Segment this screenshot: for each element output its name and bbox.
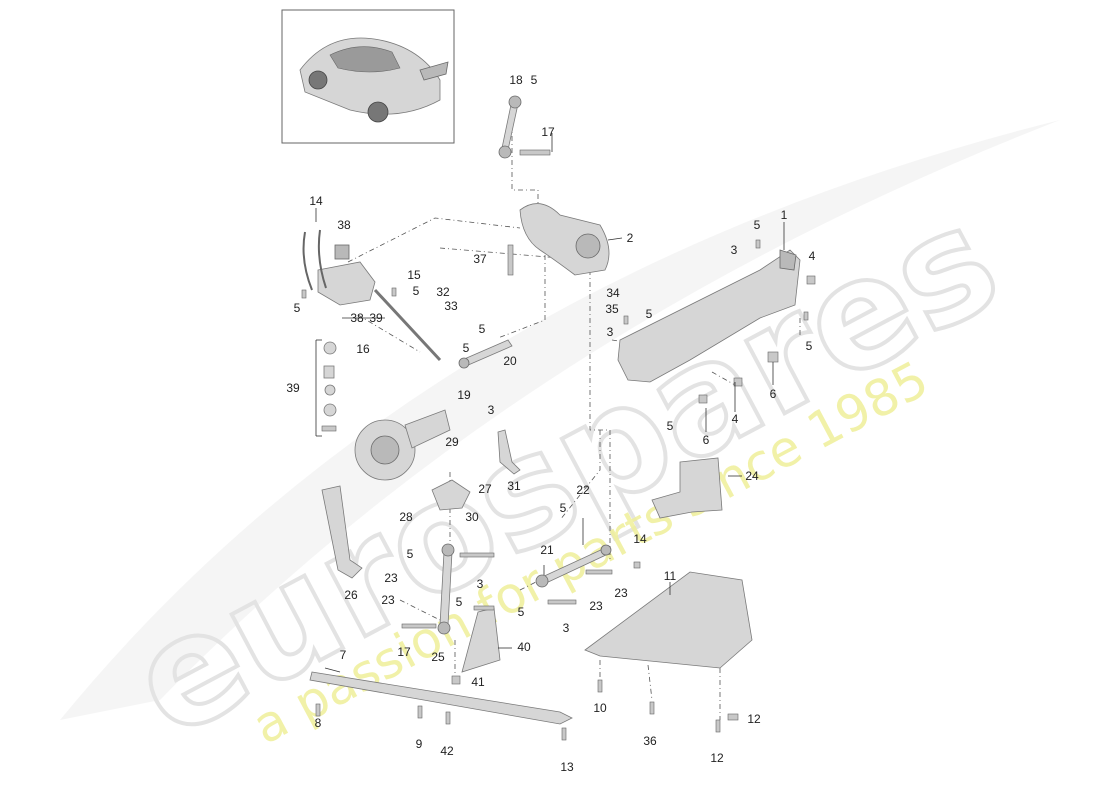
- callout-14[interactable]: 14: [309, 194, 323, 208]
- callout-5[interactable]: 5: [407, 547, 414, 561]
- callout-5[interactable]: 5: [456, 595, 463, 609]
- part-24-duct: [651, 457, 723, 519]
- callout-22[interactable]: 22: [576, 483, 590, 497]
- callout-27[interactable]: 27: [478, 482, 492, 496]
- callout-39[interactable]: 39: [369, 311, 383, 325]
- watermark-swoosh: [60, 120, 1060, 720]
- car-icon: [299, 37, 449, 123]
- callout-32[interactable]: 32: [436, 285, 450, 299]
- part-hub-brake: [354, 409, 451, 481]
- callout-5[interactable]: 5: [518, 605, 525, 619]
- callout-38[interactable]: 38: [337, 218, 351, 232]
- callout-33[interactable]: 33: [444, 299, 458, 313]
- callout-41[interactable]: 41: [471, 675, 485, 689]
- part-26-duct: [321, 485, 363, 579]
- part-17-bolt: [519, 149, 551, 156]
- callout-9[interactable]: 9: [416, 737, 423, 751]
- callout-3[interactable]: 3: [563, 621, 570, 635]
- callout-23[interactable]: 23: [614, 586, 628, 600]
- callout-3[interactable]: 3: [731, 243, 738, 257]
- callout-38[interactable]: 38: [350, 311, 364, 325]
- part-18-upper-link: [498, 95, 522, 159]
- callout-8[interactable]: 8: [315, 716, 322, 730]
- leader-lines: [315, 133, 785, 673]
- callout-13[interactable]: 13: [560, 760, 574, 774]
- callout-28[interactable]: 28: [399, 510, 413, 524]
- callout-5[interactable]: 5: [294, 301, 301, 315]
- part-27-hub-carrier: [431, 479, 471, 511]
- callout-6[interactable]: 6: [703, 433, 710, 447]
- callout-37[interactable]: 37: [473, 252, 487, 266]
- part-1-subframe: [617, 249, 801, 383]
- part-31-bracket: [497, 429, 521, 475]
- part-11-underbody-panel: [584, 571, 753, 669]
- callout-5[interactable]: 5: [646, 307, 653, 321]
- callout-3[interactable]: 3: [607, 325, 614, 339]
- callout-1[interactable]: 1: [781, 208, 788, 222]
- callout-5[interactable]: 5: [560, 501, 567, 515]
- callout-34[interactable]: 34: [606, 286, 620, 300]
- callout-5[interactable]: 5: [479, 322, 486, 336]
- callout-5[interactable]: 5: [806, 339, 813, 353]
- callout-2[interactable]: 2: [627, 231, 634, 245]
- callout-21[interactable]: 21: [540, 543, 554, 557]
- callout-5[interactable]: 5: [463, 341, 470, 355]
- callout-14[interactable]: 14: [633, 532, 647, 546]
- callout-5[interactable]: 5: [531, 73, 538, 87]
- callout-12[interactable]: 12: [747, 712, 761, 726]
- callout-5[interactable]: 5: [667, 419, 674, 433]
- callout-7[interactable]: 7: [340, 648, 347, 662]
- callout-25[interactable]: 25: [431, 650, 445, 664]
- part-2-wheel-carrier: [519, 203, 610, 276]
- callout-5[interactable]: 5: [754, 218, 761, 232]
- callout-40[interactable]: 40: [517, 640, 531, 654]
- part-39-kit: [321, 341, 337, 432]
- fasteners: [301, 239, 816, 741]
- callout-31[interactable]: 31: [507, 479, 521, 493]
- car-thumbnail: [281, 9, 455, 144]
- callout-labels: 1 2 3 3 3 3 3 4 4 5 5 5 5 5 5 5 5 5 5 5 …: [286, 73, 815, 774]
- part-19-link: [458, 339, 513, 369]
- callout-10[interactable]: 10: [593, 701, 607, 715]
- part-7-crossmember: [309, 671, 573, 725]
- callout-23[interactable]: 23: [381, 593, 395, 607]
- callout-23[interactable]: 23: [384, 571, 398, 585]
- callout-3[interactable]: 3: [477, 577, 484, 591]
- callout-24[interactable]: 24: [745, 469, 759, 483]
- callout-17[interactable]: 17: [397, 645, 411, 659]
- callout-35[interactable]: 35: [605, 302, 619, 316]
- callout-6[interactable]: 6: [770, 387, 777, 401]
- callout-12[interactable]: 12: [710, 751, 724, 765]
- callout-26[interactable]: 26: [344, 588, 358, 602]
- callout-3[interactable]: 3: [488, 403, 495, 417]
- callout-17[interactable]: 17: [541, 125, 555, 139]
- callout-4[interactable]: 4: [809, 249, 816, 263]
- callout-11[interactable]: 11: [664, 569, 677, 583]
- callout-18[interactable]: 18: [509, 73, 523, 87]
- callout-39[interactable]: 39: [286, 381, 300, 395]
- callout-29[interactable]: 29: [445, 435, 459, 449]
- callout-19[interactable]: 19: [457, 388, 471, 402]
- callout-30[interactable]: 30: [465, 510, 479, 524]
- callout-23[interactable]: 23: [589, 599, 603, 613]
- callout-20[interactable]: 20: [503, 354, 517, 368]
- part-16-actuator: [302, 229, 442, 362]
- part-25-link: [437, 543, 455, 635]
- callout-16[interactable]: 16: [356, 342, 370, 356]
- callout-5[interactable]: 5: [413, 284, 420, 298]
- part-21-link: [535, 544, 612, 588]
- callout-4[interactable]: 4: [732, 412, 739, 426]
- callout-42[interactable]: 42: [440, 744, 454, 758]
- callout-36[interactable]: 36: [643, 734, 657, 748]
- callout-15[interactable]: 15: [407, 268, 421, 282]
